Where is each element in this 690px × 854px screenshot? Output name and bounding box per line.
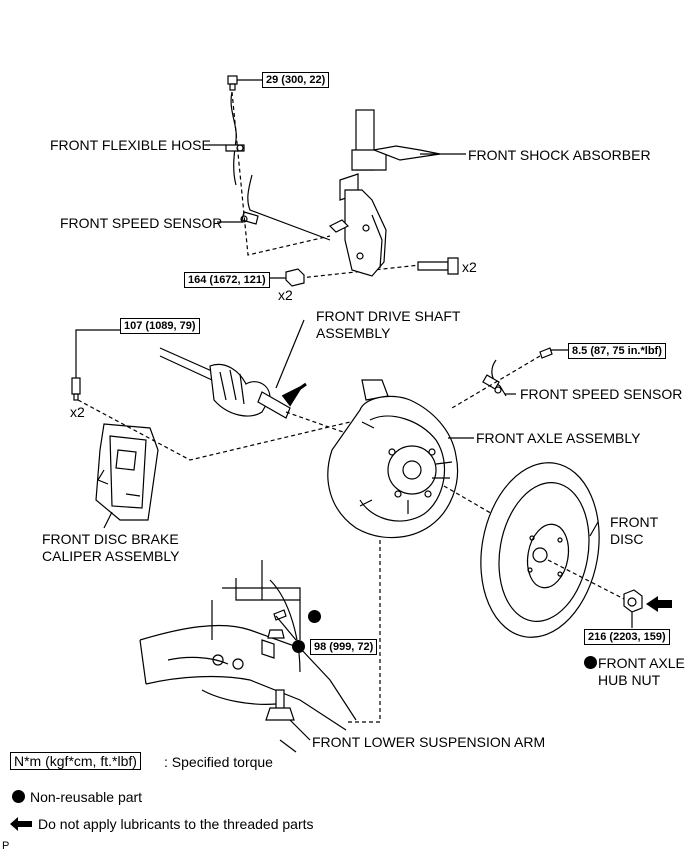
label-front-drive-shaft-line1: FRONT DRIVE SHAFT <box>316 308 461 324</box>
legend-torque-unit: N*m (kgf*cm, ft.*lbf) <box>10 752 141 770</box>
torque-shock-nut: 164 (1672, 121) <box>184 272 270 288</box>
label-qty-nut-shock: x2 <box>278 287 293 303</box>
shock-bolt-part <box>417 257 459 275</box>
label-front-axle-assembly: FRONT AXLE ASSEMBLY <box>476 430 641 446</box>
speed-sensor-bolt-part <box>539 347 553 359</box>
label-front-axle-hub-nut-line2: HUB NUT <box>598 672 661 688</box>
front-disc-part <box>480 462 600 638</box>
torque-ball-joint-nut: 98 (999, 72) <box>310 639 378 655</box>
torque-caliper-bolt: 107 (1089, 79) <box>120 318 200 334</box>
front-axle-knuckle-part <box>327 379 459 539</box>
no-lubricant-arrow-driveshaft <box>281 382 307 407</box>
label-front-speed-sensor-right: FRONT SPEED SENSOR <box>520 386 683 402</box>
legend-no-lubricant-arrow-icon <box>10 817 32 831</box>
speed-sensor-upper-part <box>240 174 331 241</box>
label-qty-bolt-shock: x2 <box>462 259 477 275</box>
label-qty-caliper-bolt: x2 <box>70 404 85 420</box>
label-front-flexible-hose: FRONT FLEXIBLE HOSE <box>50 137 211 153</box>
caliper-part <box>95 423 159 521</box>
flexible-hose-part <box>225 91 245 186</box>
caliper-bolt-part <box>71 377 81 401</box>
footer-code: P <box>2 840 10 852</box>
hose-bolt-part <box>227 75 238 91</box>
non-reusable-marker-ball-joint-nut <box>292 640 305 653</box>
label-front-lower-suspension-arm: FRONT LOWER SUSPENSION ARM <box>312 734 546 750</box>
legend-no-lubricant-text: Do not apply lubricants to the threaded … <box>38 816 314 832</box>
label-front-axle-hub-nut-line1: FRONT AXLE <box>598 655 685 671</box>
label-front-speed-sensor-upper: FRONT SPEED SENSOR <box>60 215 223 231</box>
label-front-disc-brake-line2: CALIPER ASSEMBLY <box>42 548 180 564</box>
hub-nut-part <box>623 589 643 613</box>
non-reusable-marker-cotter-pin <box>308 610 321 623</box>
shock-absorber-part <box>328 109 441 277</box>
torque-hose-bolt: 29 (300, 22) <box>262 72 330 88</box>
shock-nut-part <box>285 268 305 287</box>
legend-torque-text: : Specified torque <box>164 754 273 770</box>
label-front-shock-absorber: FRONT SHOCK ABSORBER <box>468 147 651 163</box>
torque-hub-nut: 216 (2203, 159) <box>584 629 670 645</box>
label-front-disc-line2: DISC <box>610 531 644 547</box>
no-lubricant-arrow-hub <box>646 596 672 612</box>
label-front-disc-brake-line1: FRONT DISC BRAKE <box>42 531 179 547</box>
lower-suspension-arm-part <box>139 560 357 731</box>
torque-speed-sensor-bolt: 8.5 (87, 75 in.*lbf) <box>568 343 666 359</box>
drive-shaft-part <box>159 347 291 419</box>
label-front-drive-shaft-line2: ASSEMBLY <box>316 325 391 341</box>
label-front-disc-line1: FRONT <box>610 514 659 530</box>
non-reusable-marker-hub-nut <box>584 656 597 669</box>
legend-non-reusable-text: Non-reusable part <box>30 789 143 805</box>
legend-non-reusable-dot <box>12 790 25 803</box>
